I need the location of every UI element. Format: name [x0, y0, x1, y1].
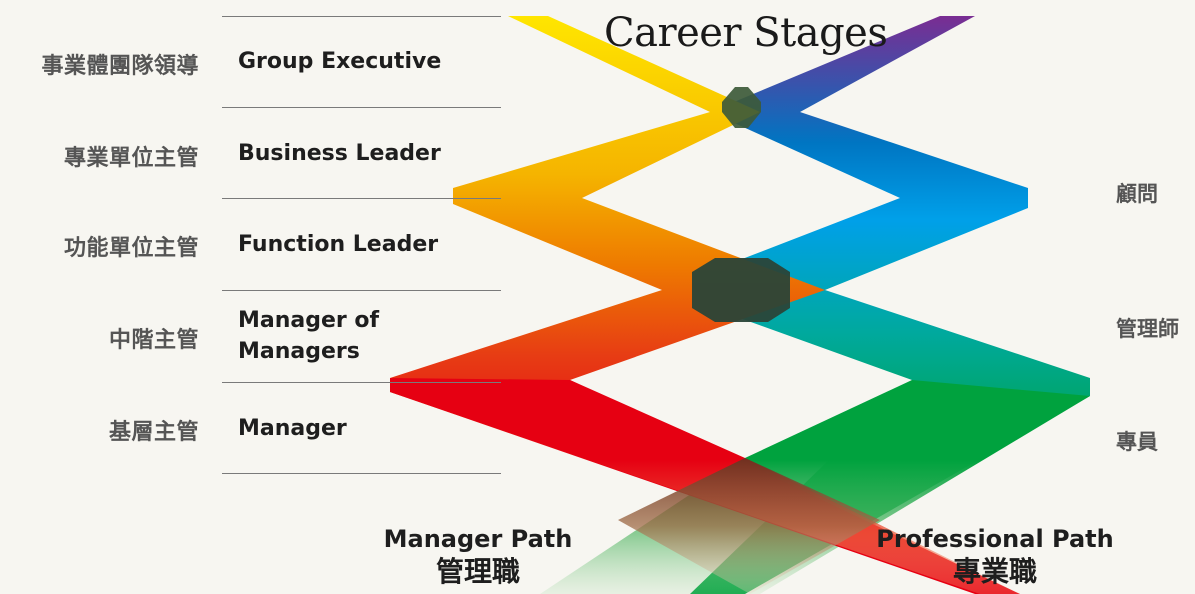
- level-en-line: Manager: [238, 416, 347, 441]
- professional-level-associate: 專員: [1116, 430, 1158, 454]
- professional-path-label: Professional Path 專業職: [870, 524, 1120, 590]
- level-en-line: Business Leader: [238, 141, 441, 166]
- level-zh-manager: 基層主管: [108, 420, 199, 445]
- level-en-group-executive: Group Executive: [238, 46, 441, 77]
- level-zh-manager-of-managers: 中階主管: [108, 328, 199, 353]
- level-en-line: Managers: [238, 339, 360, 364]
- intersection-hexagon-middle: [692, 258, 790, 322]
- level-en-line: Function Leader: [238, 232, 439, 257]
- manager-path-label-zh: 管理職: [435, 555, 520, 588]
- level-en-line: Group Executive: [238, 49, 442, 74]
- level-zh-function-leader: 功能單位主管: [63, 236, 199, 261]
- level-divider: [222, 382, 501, 383]
- manager-path-label: Manager Path 管理職: [380, 524, 576, 590]
- level-divider: [222, 473, 501, 474]
- professional-level-specialist-manager: 管理師: [1116, 317, 1179, 341]
- level-divider: [222, 198, 501, 199]
- level-divider: [222, 107, 501, 108]
- manager-path-label-en: Manager Path: [383, 525, 573, 553]
- level-zh-group-executive: 事業體團隊領導: [41, 54, 199, 79]
- level-en-business-leader: Business Leader: [238, 138, 441, 169]
- professional-level-consultant: 顧問: [1116, 182, 1158, 206]
- professional-path-label-en: Professional Path: [876, 525, 1114, 553]
- level-en-manager-of-managers: Manager of Managers: [238, 305, 379, 367]
- professional-path-label-zh: 專業職: [952, 555, 1037, 588]
- level-en-function-leader: Function Leader: [238, 229, 438, 260]
- intersection-hexagon-top: [722, 87, 761, 128]
- level-zh-business-leader: 專業單位主管: [63, 146, 199, 171]
- bottom-overlap-diamond: [618, 458, 880, 594]
- level-en-line: Manager of: [238, 308, 380, 333]
- level-divider: [222, 290, 501, 291]
- diagram-title: Career Stages: [604, 10, 888, 56]
- level-en-manager: Manager: [238, 413, 347, 444]
- level-divider: [222, 16, 501, 17]
